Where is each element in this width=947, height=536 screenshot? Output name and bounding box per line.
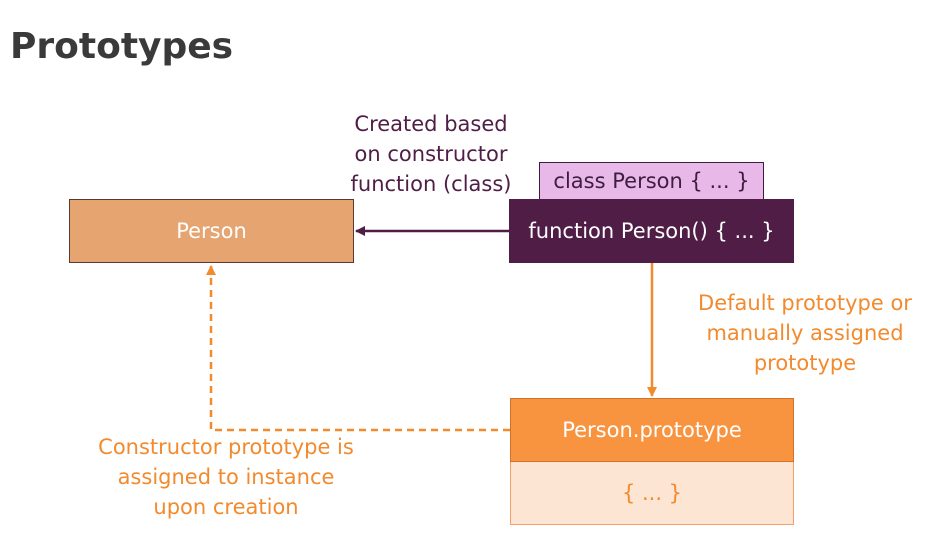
note-line: prototype bbox=[753, 351, 857, 375]
note-line: Created based bbox=[354, 112, 508, 136]
person-prototype-label: Person.prototype bbox=[562, 418, 742, 442]
page-title: Prototypes bbox=[10, 26, 234, 67]
note-line: on constructor bbox=[354, 142, 508, 166]
dashed-arrow-prototype-to-person bbox=[206, 265, 510, 432]
prototype-body-box: { ... } bbox=[510, 462, 794, 525]
prototype-body-label: { ... } bbox=[621, 481, 683, 505]
person-box: Person bbox=[69, 199, 354, 263]
class-person-label: class Person { ... } bbox=[553, 169, 750, 193]
note-line: manually assigned bbox=[706, 321, 904, 345]
note-line: assigned to instance bbox=[117, 465, 335, 489]
note-constructor-prototype: Constructor prototype is assigned to ins… bbox=[76, 432, 376, 522]
class-person-box: class Person { ... } bbox=[539, 162, 764, 200]
note-line: Constructor prototype is bbox=[98, 435, 354, 459]
person-prototype-box: Person.prototype bbox=[510, 398, 794, 462]
function-person-box: function Person() { ... } bbox=[509, 199, 794, 263]
note-created-based: Created based on constructor function (c… bbox=[340, 109, 522, 199]
person-label: Person bbox=[176, 219, 247, 243]
note-default-prototype: Default prototype or manually assigned p… bbox=[680, 288, 930, 378]
note-line: Default prototype or bbox=[698, 291, 912, 315]
function-person-label: function Person() { ... } bbox=[528, 219, 775, 243]
note-line: upon creation bbox=[153, 495, 299, 519]
note-line: function (class) bbox=[350, 172, 512, 196]
